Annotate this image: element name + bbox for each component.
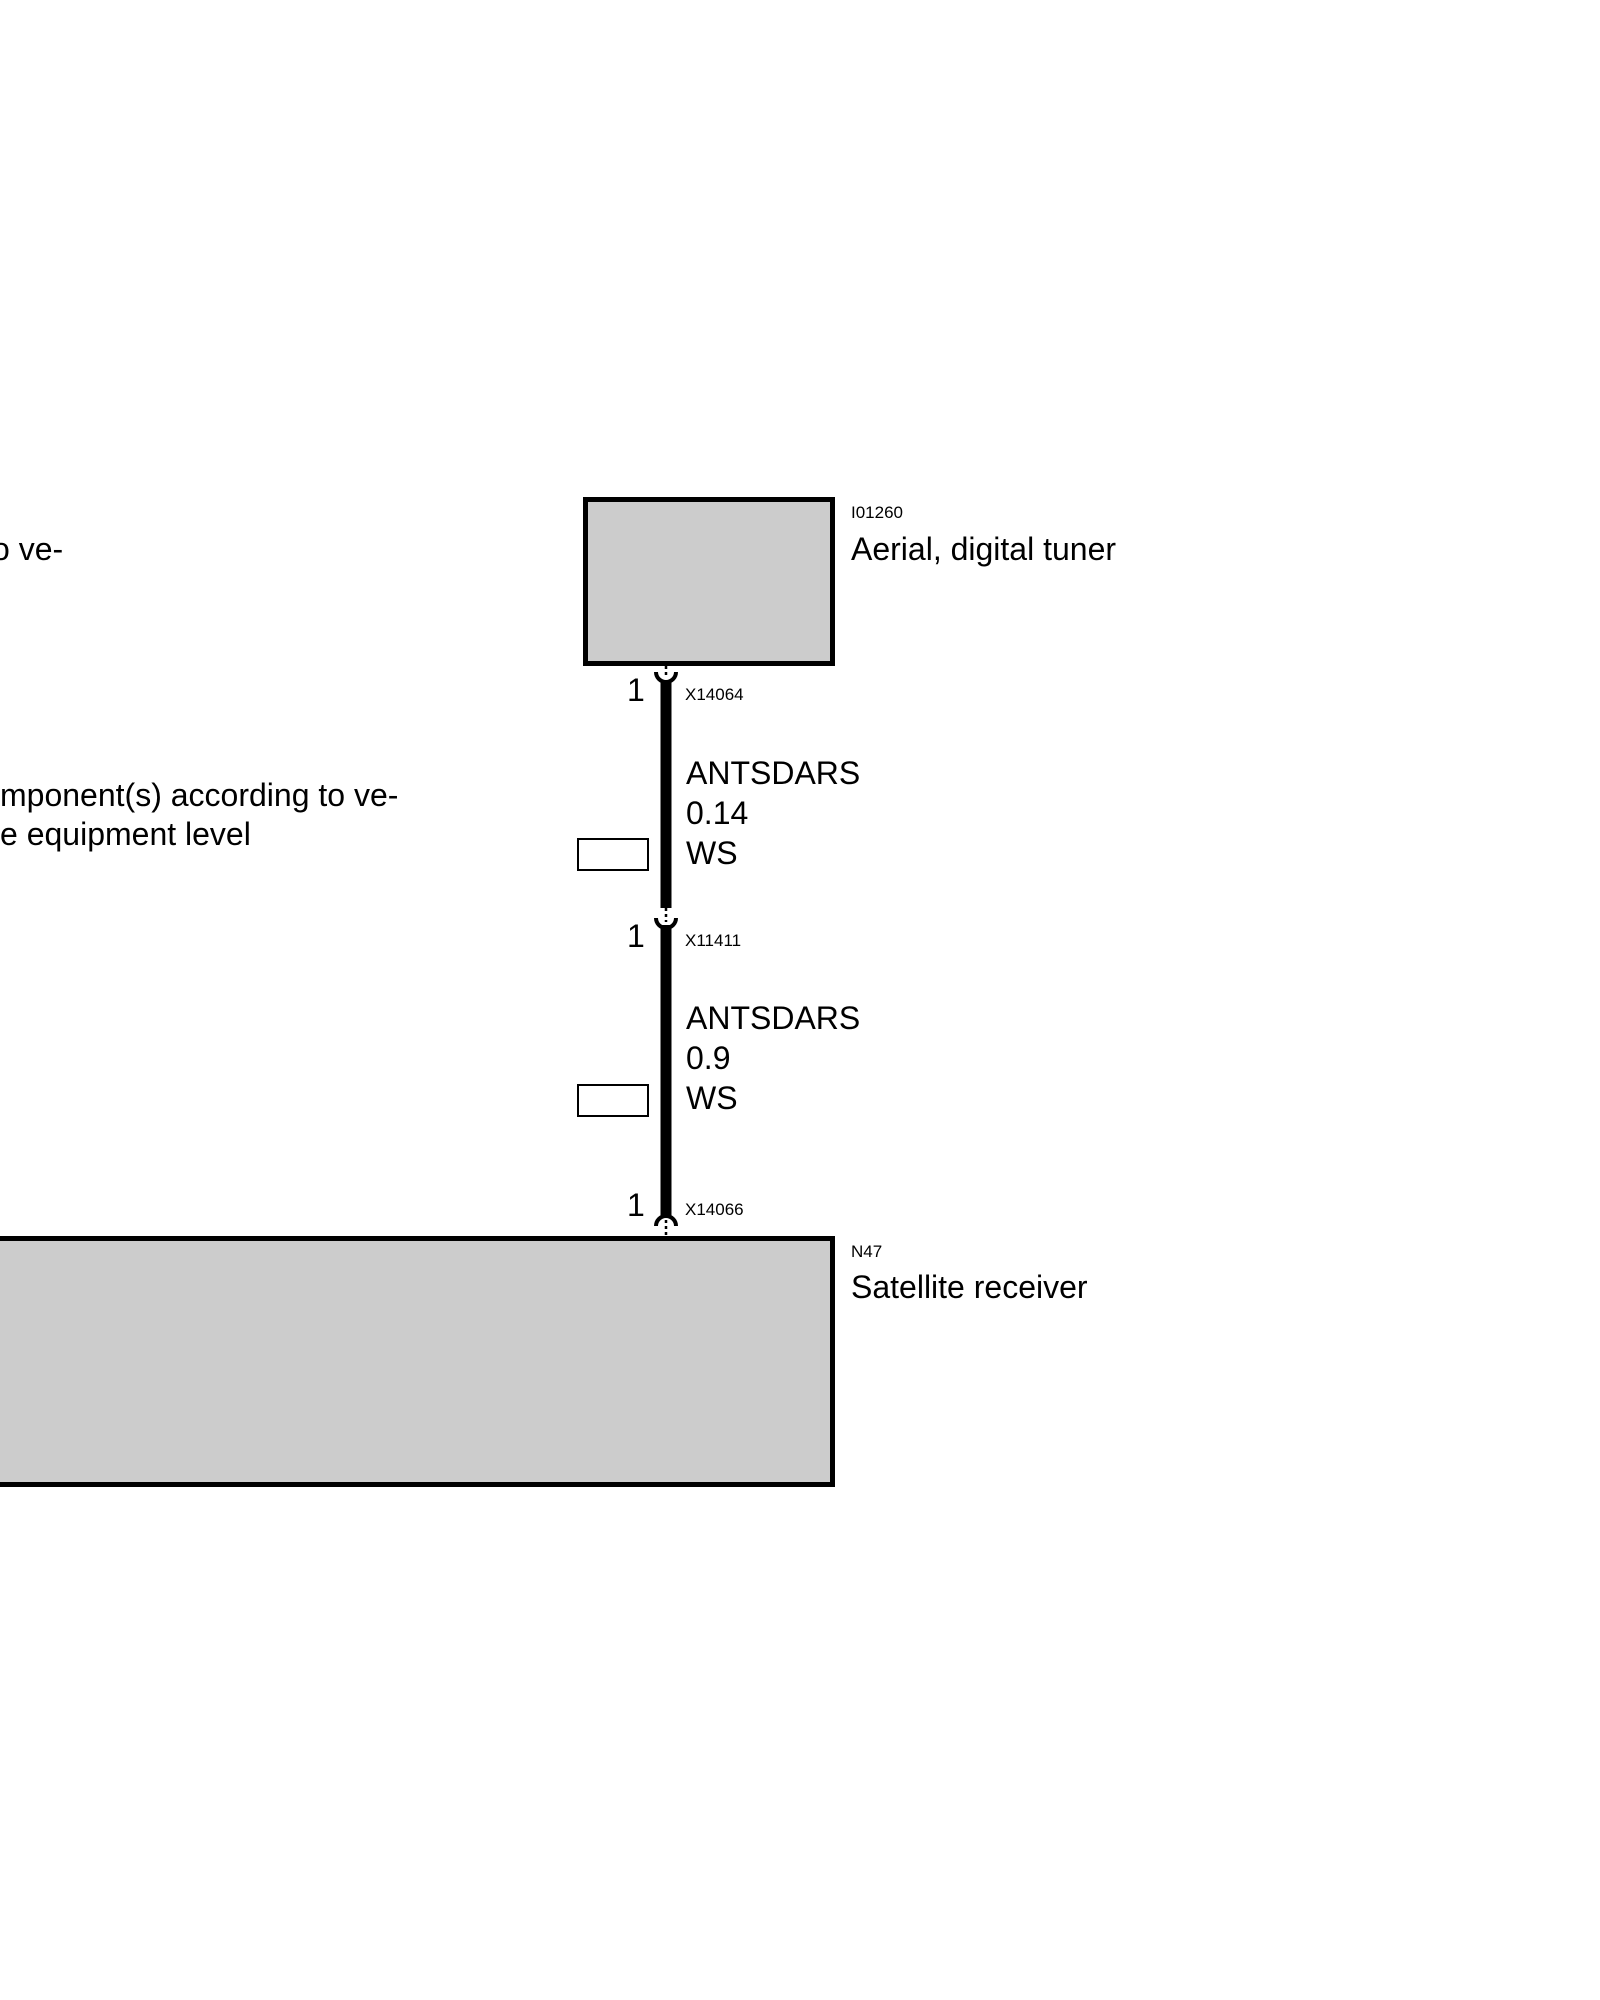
aerial-component-code: I01260: [851, 503, 903, 522]
connector-x11411-id: X11411: [685, 931, 742, 950]
aerial-component-box[interactable]: [583, 497, 835, 666]
wire-1-color-swatch: [577, 838, 649, 871]
connector-x14066-symbol: [654, 1214, 678, 1236]
wire-1-signal: ANTSDARS: [686, 755, 861, 791]
wire-2-cross-section: 0.9: [686, 1040, 731, 1076]
wire-1-cross-section: 0.14: [686, 795, 749, 831]
wire-2-color-swatch: [577, 1084, 649, 1117]
connector-x14064-pin: 1: [627, 672, 645, 708]
note-text-2-line-2: e equipment level: [0, 816, 251, 852]
receiver-component-code: N47: [851, 1242, 883, 1261]
wire-2-color: WS: [686, 1080, 738, 1116]
connector-x14066-id: X14066: [685, 1200, 744, 1219]
note-text-2-line-1: mponent(s) according to ve-: [0, 777, 399, 813]
connector-x14066-pin: 1: [627, 1187, 645, 1223]
wire-1-color: WS: [686, 835, 738, 871]
wire-2-signal: ANTSDARS: [686, 1000, 861, 1036]
receiver-component-name: Satellite receiver: [851, 1269, 1088, 1305]
connector-x11411-pin: 1: [627, 918, 645, 954]
note-text-1: o ve-: [0, 531, 64, 567]
receiver-component-box[interactable]: [0, 1236, 835, 1487]
aerial-component-name: Aerial, digital tuner: [851, 531, 1117, 567]
connector-x14064-symbol: [654, 666, 678, 684]
connector-x14064-id: X14064: [685, 685, 744, 704]
